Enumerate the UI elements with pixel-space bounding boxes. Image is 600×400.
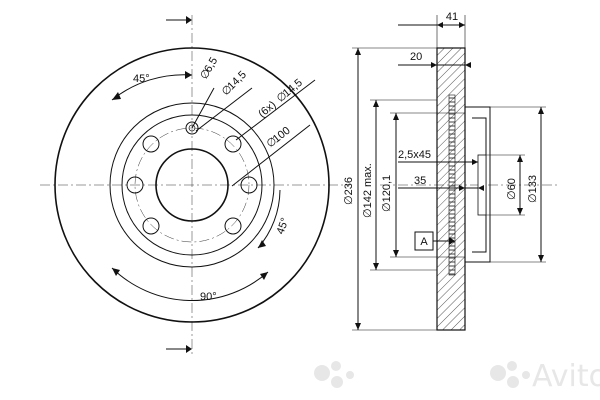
d-friction-text: ∅142 max. [362, 163, 374, 218]
front-view: 45° 45° 90° ∅ 6,5 ∅ 14,5 (6x) ∅ 14,5 [40, 15, 350, 355]
hub-edge [121, 114, 263, 256]
d-flange-text: ∅133 [527, 175, 539, 203]
bolt-hole [142, 217, 160, 235]
watermark-dot-icon [331, 361, 341, 371]
watermark-dot-icon [490, 365, 506, 381]
watermark-dot-icon [314, 365, 330, 381]
d-outer-text: ∅236 [343, 177, 355, 205]
bolt-hole [126, 176, 144, 194]
chamfer-label: 2,5x45 [398, 149, 431, 161]
angle-bottom-label: 90° [200, 291, 217, 303]
bolt-hole [224, 135, 242, 153]
friction-inner-edge [109, 102, 275, 268]
angle-top-label: 45° [133, 73, 150, 85]
watermark-text: Avito [532, 359, 600, 394]
watermark-dot-icon [522, 371, 530, 379]
locating-hole [185, 121, 199, 135]
watermark-dot-icon [346, 371, 354, 379]
angle-right-label: 45° [275, 216, 292, 236]
angle-arc-right [257, 189, 281, 249]
vent-band [448, 94, 456, 276]
center-bore-section [477, 154, 487, 216]
avito-watermark: Avito [314, 359, 600, 394]
locating-hole-inner [188, 124, 196, 132]
hub-depth-label: 35 [414, 175, 426, 187]
datum-label: A [420, 236, 428, 248]
side-view: 41 20 ∅236 ∅142 max. ∅120,1 2,5x45 [343, 11, 560, 331]
bolt-circle [134, 127, 250, 243]
hole-pattern-label: (6x) [256, 99, 278, 120]
d-center-text: ∅60 [506, 178, 518, 200]
watermark-dot-icon [507, 376, 519, 388]
d-hub-text: ∅120,1 [381, 175, 393, 212]
angle-arc-bottom [111, 267, 269, 302]
watermark-dot-icon [507, 361, 517, 371]
leader-pcd [231, 124, 311, 187]
leader-small-hole [191, 87, 215, 129]
angle-arc-top [111, 74, 193, 101]
overall-width-label: 41 [446, 11, 458, 23]
bolt-holes [126, 121, 258, 235]
hub-outline [465, 106, 491, 263]
hub-width-label: 20 [410, 51, 422, 63]
bolt-hole [240, 176, 258, 194]
watermark-dot-icon [331, 376, 343, 388]
leader-bolt-hole [195, 87, 253, 132]
leader-hole-pattern [235, 79, 316, 141]
bolt-hole [142, 135, 160, 153]
center-bore [155, 148, 229, 222]
disc-outer-edge [54, 47, 330, 323]
bolt-hole [224, 217, 242, 235]
